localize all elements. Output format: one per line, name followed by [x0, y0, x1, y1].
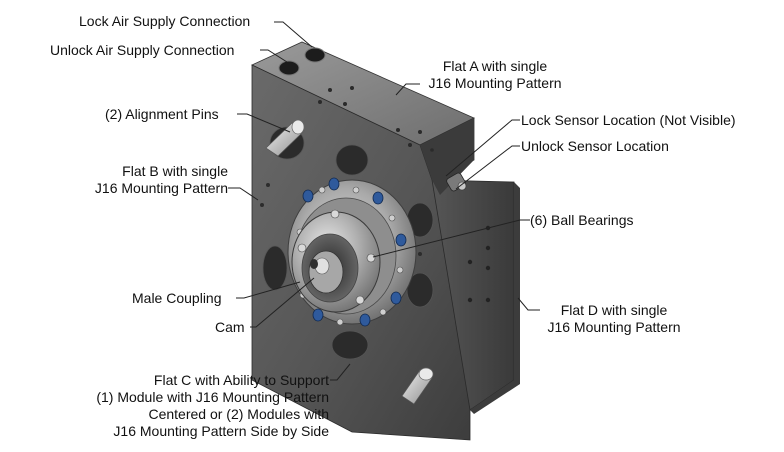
- flat-d-lower-face: [470, 182, 520, 414]
- label-flat-a-line2: J16 Mounting Pattern: [428, 75, 562, 91]
- label-flat-c-line2: (1) Module with J16 Mounting Pattern: [96, 389, 329, 405]
- leader-lines: [228, 21, 540, 381]
- label-unlock-air-supply: Unlock Air Supply Connection: [50, 42, 235, 58]
- label-flat-c-line1: Flat C with Ability to Support: [153, 372, 329, 388]
- blue-inserts: [292, 177, 407, 327]
- label-ball-bearings: (6) Ball Bearings: [530, 212, 634, 228]
- label-unlock-sensor: Unlock Sensor Location: [521, 138, 669, 154]
- leader-unlock-sensor: [455, 145, 520, 190]
- label-flat-c-line3: Centered or (2) Modules with: [148, 406, 329, 422]
- alignment-pin-upper: [265, 119, 305, 157]
- ball-bearings: [297, 209, 376, 305]
- face-holes: [260, 183, 422, 256]
- unlock-air-port: [278, 60, 300, 76]
- leader-flat-b: [228, 187, 259, 201]
- flat-a-mounting-pattern: [318, 86, 434, 152]
- label-flat-b: Flat B with single J16 Mounting Pattern: [60, 163, 228, 197]
- label-flat-c: Flat C with Ability to Support (1) Modul…: [40, 372, 329, 440]
- label-flat-a: Flat A with single J16 Mounting Pattern: [420, 58, 570, 92]
- sensor-pocket: [420, 118, 474, 195]
- leader-lock-air: [274, 21, 313, 48]
- label-male-coupling: Male Coupling: [132, 290, 222, 306]
- label-cam: Cam: [215, 319, 245, 335]
- label-lock-sensor: Lock Sensor Location (Not Visible): [521, 112, 736, 128]
- unlock-sensor: [446, 172, 467, 192]
- label-flat-c-line4: J16 Mounting Pattern Side by Side: [113, 423, 329, 439]
- leader-unlock-air: [260, 49, 288, 63]
- lock-air-port: [304, 47, 326, 63]
- label-flat-b-line2: J16 Mounting Pattern: [94, 180, 228, 196]
- label-lock-air-supply: Lock Air Supply Connection: [79, 13, 251, 29]
- leader-flat-a: [395, 83, 420, 96]
- leader-male-coupling: [236, 281, 301, 299]
- label-flat-d: Flat D with single J16 Mounting Pattern: [534, 302, 694, 336]
- leader-ball-bearings: [372, 219, 530, 258]
- flat-d-mounting-pattern: [467, 225, 491, 303]
- cam: [308, 250, 344, 294]
- label-alignment-pins: (2) Alignment Pins: [105, 106, 219, 122]
- label-flat-a-line1: Flat A with single: [442, 58, 548, 74]
- leader-cam: [250, 277, 315, 328]
- alignment-pin-lower: [401, 367, 434, 405]
- label-flat-d-line2: J16 Mounting Pattern: [547, 319, 681, 335]
- leader-lock-sensor: [445, 119, 520, 177]
- label-flat-d-line1: Flat D with single: [560, 302, 668, 318]
- leader-flat-c: [330, 363, 351, 381]
- leader-alignment-pins: [237, 113, 291, 133]
- label-flat-b-line1: Flat B with single: [122, 163, 228, 179]
- leader-flat-d: [517, 297, 540, 311]
